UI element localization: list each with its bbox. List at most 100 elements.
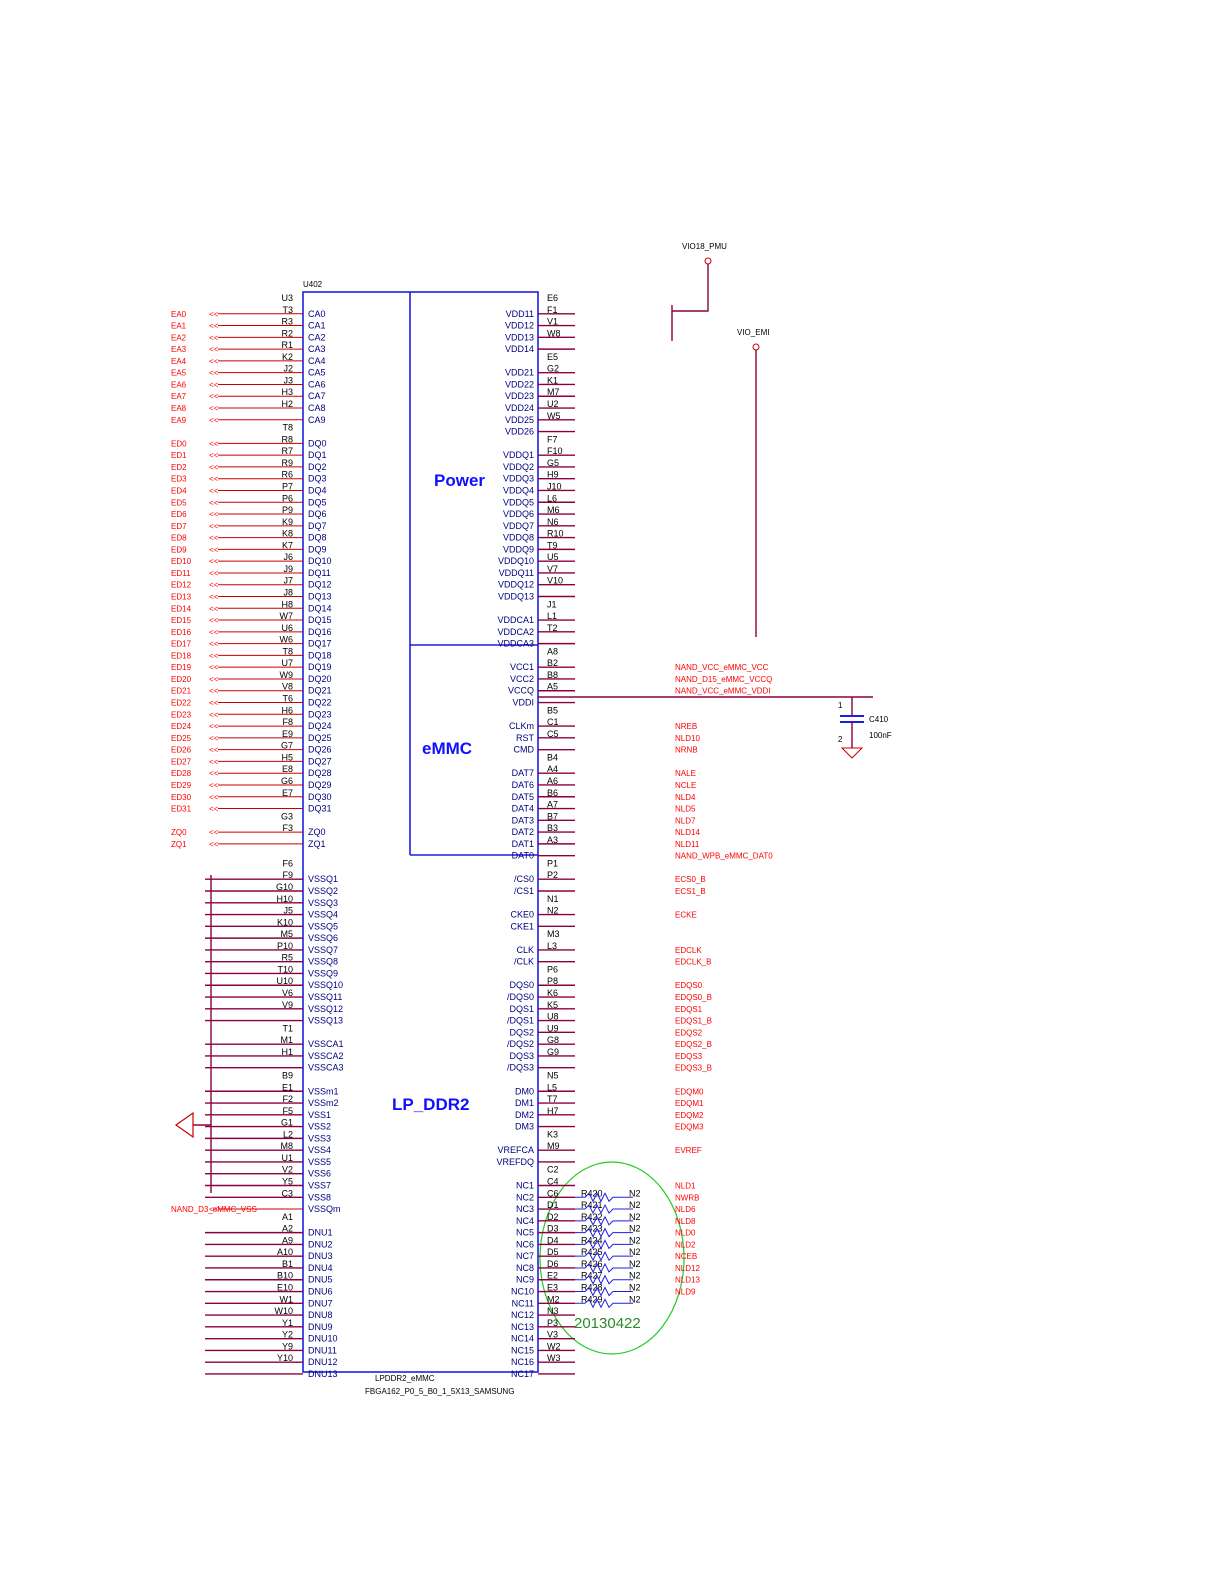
left-ball-label: P10 <box>277 941 293 951</box>
left-pin-name: CA5 <box>308 368 326 378</box>
right-ball-label: G5 <box>547 458 559 468</box>
left-ball-label: W6 <box>280 635 294 645</box>
resistor-ref: R427 <box>581 1271 603 1281</box>
right-pin-name: NC7 <box>516 1251 534 1261</box>
right-pin-name: DAT0 <box>512 851 534 861</box>
vio-emi-port <box>752 343 760 351</box>
right-net-label: EDQM3 <box>675 1123 704 1132</box>
left-ball-label: R9 <box>281 458 293 468</box>
right-pin-name: NC3 <box>516 1204 534 1214</box>
right-pin-name: /DQS1 <box>507 1016 534 1026</box>
left-ball-label: J3 <box>283 375 293 385</box>
left-ball-label: E1 <box>282 1082 293 1092</box>
resistor-net: N2 <box>629 1235 641 1245</box>
right-ball-label: T9 <box>547 540 558 550</box>
left-ball-label: L2 <box>283 1129 293 1139</box>
right-ball-label: D3 <box>547 1224 559 1234</box>
left-ball-label: K8 <box>282 529 293 539</box>
left-pin-name: DNU9 <box>308 1322 333 1332</box>
right-pin-name: NC16 <box>511 1357 534 1367</box>
left-net-label: EA6 <box>171 380 187 389</box>
left-ball-label: H2 <box>281 399 293 409</box>
left-pin-name: VSSQ9 <box>308 968 338 978</box>
left-pin-name: DNU1 <box>308 1228 333 1238</box>
left-ball-label: G1 <box>281 1118 293 1128</box>
resistor-net: N2 <box>629 1200 641 1210</box>
left-net-label: ED29 <box>171 781 192 790</box>
left-net-arrow: << <box>209 404 219 413</box>
right-pin-name: VREFCA <box>497 1145 534 1155</box>
right-ball-label: F7 <box>547 434 558 444</box>
left-pin-name: VSSCA1 <box>308 1039 344 1049</box>
right-ball-label: E2 <box>547 1271 558 1281</box>
left-pin-name: ZQ1 <box>308 839 326 849</box>
right-ball-label: N6 <box>547 517 559 527</box>
left-pin-name: DQ13 <box>308 592 332 602</box>
resistor-symbol <box>575 1262 633 1274</box>
right-pin-name: /DQS3 <box>507 1063 534 1073</box>
resistor-ref: R425 <box>581 1247 603 1257</box>
left-ball-label: R2 <box>281 328 293 338</box>
right-net-label: NLD12 <box>675 1264 700 1273</box>
right-net-label: EDQM2 <box>675 1111 704 1120</box>
left-pin-name: VSS7 <box>308 1181 331 1191</box>
right-net-label: NAND_VCC_eMMC_VDDI <box>675 687 771 696</box>
right-pin-name: CMD <box>514 745 535 755</box>
right-pin-name: VCC2 <box>510 674 534 684</box>
left-net-arrow: << <box>209 310 219 319</box>
left-pin-name: VSSQ2 <box>308 886 338 896</box>
resistor-ref: R421 <box>581 1200 603 1210</box>
cap-value: 100nF <box>869 731 892 740</box>
right-pin-name: VDDI <box>512 698 534 708</box>
left-net-label: EA1 <box>171 322 187 331</box>
right-ball-label: B2 <box>547 658 558 668</box>
right-net-label: EDQS2 <box>675 1028 703 1037</box>
right-net-label: NCLE <box>675 781 696 790</box>
right-pin-name: VDD26 <box>505 427 534 437</box>
right-ball-label: A6 <box>547 776 558 786</box>
left-pin-name: DNU2 <box>308 1239 333 1249</box>
right-pin-name: NC8 <box>516 1263 534 1273</box>
right-pin-name: VDDQ10 <box>498 556 534 566</box>
left-ball-label: E7 <box>282 788 293 798</box>
right-ball-label: L3 <box>547 941 557 951</box>
right-pin-name: VDD13 <box>505 332 534 342</box>
right-ball-label: M3 <box>547 929 560 939</box>
right-pin-name: RST <box>516 733 535 743</box>
right-pin-name: DAT2 <box>512 827 534 837</box>
right-pin-name: DQS1 <box>509 1004 534 1014</box>
left-pin-name: DQ19 <box>308 662 332 672</box>
left-net-arrow: << <box>209 416 219 425</box>
left-ball-label: T1 <box>282 1023 293 1033</box>
chip-name: LPDDR2_eMMC <box>375 1374 435 1383</box>
right-net-label: NLD10 <box>675 734 700 743</box>
right-pin-name: VDD21 <box>505 368 534 378</box>
right-net-label: EDCLK_B <box>675 958 711 967</box>
left-ball-label: F5 <box>282 1106 293 1116</box>
left-ball-label: V9 <box>282 1000 293 1010</box>
left-net-arrow: << <box>209 710 219 719</box>
left-ball-label: U3 <box>281 293 293 303</box>
right-pin-name: VDDQ13 <box>498 592 534 602</box>
left-ball-label: U7 <box>281 658 293 668</box>
left-ball-label: U10 <box>276 976 293 986</box>
left-pin-name: VSSQ5 <box>308 921 338 931</box>
left-ball-label: M5 <box>280 929 293 939</box>
right-pin-name: VDD11 <box>506 309 534 319</box>
left-net-label: ED5 <box>171 498 187 507</box>
right-net-label: EDQS0 <box>675 981 703 990</box>
left-pin-name: DQ1 <box>308 450 327 460</box>
left-ball-label: W7 <box>280 611 294 621</box>
resistor-symbol <box>575 1239 633 1250</box>
right-net-label: NLD13 <box>675 1276 700 1285</box>
left-ball-label: K2 <box>282 352 293 362</box>
left-pin-name: VSSm1 <box>308 1086 339 1096</box>
right-ball-label: A3 <box>547 835 558 845</box>
annotation-ellipse <box>539 1161 685 1355</box>
resistor-net: N2 <box>629 1283 641 1293</box>
left-ball-label: R3 <box>281 317 293 327</box>
cap-pin1: 1 <box>838 701 843 710</box>
right-net-label: NLD5 <box>675 805 696 814</box>
left-net-arrow: << <box>209 757 219 766</box>
right-pin-name: NC10 <box>511 1287 534 1297</box>
